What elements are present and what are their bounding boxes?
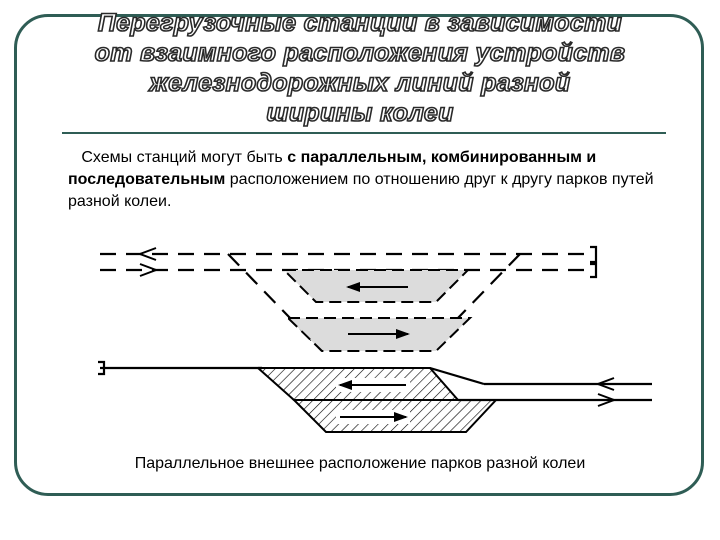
title-line-4: ширины колеи (265, 98, 454, 128)
intro-part-1: Схемы станций могут быть (81, 149, 288, 166)
intro-text: Схемы станций могут быть с параллельным,… (68, 147, 688, 213)
solid-track-group (100, 366, 652, 402)
intro-part-3: расположением по отношению друг к другу … (68, 171, 654, 210)
lower-link-right-top (429, 366, 485, 386)
dashed-arrow-left (137, 247, 157, 261)
dashed-track-stop-2 (590, 262, 598, 279)
solid-track-stop (98, 360, 106, 376)
title-divider (62, 132, 666, 134)
upper-park-1-arrowhead (346, 282, 360, 292)
solid-arrow-left (595, 377, 615, 391)
dashed-track-stop-1 (590, 245, 598, 264)
lower-park-2-arrowhead (394, 412, 408, 422)
upper-park-2-arrowhead (396, 329, 410, 339)
diagram-caption: Параллельное внешнее расположение парков… (134, 455, 586, 472)
dashed-arrow-right (139, 263, 159, 277)
title-line-3: железнодорожных линий разной (149, 68, 571, 98)
title-line-2: от взаимного расположения устройств (94, 38, 626, 68)
slide-title: Перегрузочные станции в зависимости от в… (40, 8, 680, 128)
lower-park-1-arrowhead (338, 380, 352, 390)
title-line-1: Перегрузочные станции в зависимости (97, 8, 623, 38)
solid-arrow-right (597, 393, 617, 407)
intro-part-bold: с параллельным, комбинированным и послед… (68, 149, 597, 188)
